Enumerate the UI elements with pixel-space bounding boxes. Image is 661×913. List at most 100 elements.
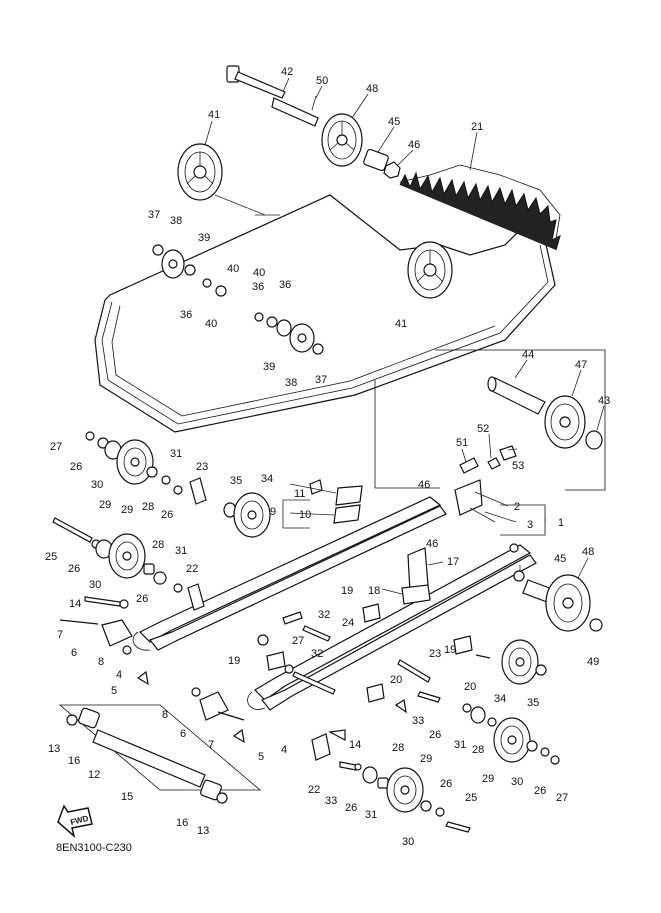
callout-39b: 39	[263, 361, 275, 373]
callout-34: 34	[261, 473, 273, 485]
callout-3: 3	[527, 519, 533, 531]
callout-26d: 26	[136, 593, 148, 605]
callout-45: 45	[388, 116, 400, 128]
front-shaft-assembly	[58, 704, 262, 804]
callout-10: 10	[299, 509, 311, 521]
callout-13b: 13	[197, 825, 209, 837]
slide-rail-right	[247, 543, 603, 714]
callout-20: 20	[390, 674, 402, 686]
callout-14b: 14	[349, 739, 361, 751]
callout-27: 27	[50, 441, 62, 453]
callout-40: 40	[253, 267, 265, 279]
callout-41: 41	[208, 109, 220, 121]
callout-36c: 36	[252, 281, 264, 293]
callout-40c: 40	[227, 263, 239, 275]
callout-31d: 31	[454, 739, 466, 751]
callout-30: 30	[91, 479, 103, 491]
callout-24: 24	[342, 617, 354, 629]
callout-39: 39	[198, 232, 210, 244]
callout-25: 25	[45, 551, 57, 563]
callout-46: 46	[408, 139, 420, 151]
diagram-code: 8EN3100-C230	[56, 842, 132, 854]
callout-44: 44	[522, 349, 534, 361]
callout-5b: 5	[258, 751, 264, 763]
callout-28: 28	[142, 501, 154, 513]
callout-22b: 22	[308, 784, 320, 796]
callout-4b: 4	[281, 744, 287, 756]
callout-28d: 28	[472, 744, 484, 756]
callout-6b: 6	[180, 728, 186, 740]
idler-wheel-48-top	[321, 113, 363, 167]
callout-43: 43	[598, 395, 610, 407]
slide-rail-left	[52, 431, 447, 686]
callout-13: 13	[48, 743, 60, 755]
lower-wheel-assemblies	[311, 703, 560, 833]
callout-26: 26	[70, 461, 82, 473]
callout-31c: 31	[365, 809, 377, 821]
callout-29c: 29	[420, 753, 432, 765]
callout-7b: 7	[208, 739, 214, 751]
callout-26g: 26	[429, 729, 441, 741]
callout-23: 23	[196, 461, 208, 473]
callout-8b: 8	[162, 709, 168, 721]
callout-30c: 30	[402, 836, 414, 848]
callout-40b: 40	[205, 318, 217, 330]
callout-9: 9	[270, 506, 276, 518]
callout-37b: 37	[315, 374, 327, 386]
idler-wheel-41-mid	[407, 241, 453, 299]
callout-30b: 30	[89, 579, 101, 591]
callout-7: 7	[57, 629, 63, 641]
callout-41b: 41	[395, 318, 407, 330]
callout-18: 18	[368, 585, 380, 597]
callout-33: 33	[412, 715, 424, 727]
callout-26b: 26	[161, 509, 173, 521]
callout-29b: 29	[121, 504, 133, 516]
idler-wheel-41-top	[177, 143, 223, 201]
callout-19c: 19	[444, 644, 456, 656]
callout-36b: 36	[180, 309, 192, 321]
callout-48: 48	[366, 83, 378, 95]
callout-6: 6	[71, 647, 77, 659]
callout-19: 19	[341, 585, 353, 597]
callout-26c: 26	[68, 563, 80, 575]
callout-49: 49	[587, 656, 599, 668]
callout-16b: 16	[176, 817, 188, 829]
callout-11: 11	[294, 488, 305, 500]
callout-34b: 34	[494, 693, 506, 705]
callout-32b: 32	[311, 648, 323, 660]
callout-48b: 48	[582, 546, 594, 558]
callout-36: 36	[279, 279, 291, 291]
callout-38: 38	[170, 215, 182, 227]
rail-hardware-lower	[191, 687, 346, 744]
leader-lines	[204, 77, 605, 595]
callout-5: 5	[111, 685, 117, 697]
callout-1: 1	[558, 517, 564, 529]
callout-26h: 26	[534, 785, 546, 797]
callout-27b: 27	[292, 635, 304, 647]
callout-26f: 26	[440, 778, 452, 790]
callout-46b: 46	[418, 479, 430, 491]
callout-51: 51	[456, 437, 468, 449]
callout-31: 31	[170, 448, 182, 460]
callout-16: 16	[68, 755, 80, 767]
callout-19b: 19	[228, 655, 240, 667]
callout-14: 14	[69, 598, 81, 610]
callout-17: 17	[447, 556, 459, 568]
rear-axle-assembly	[152, 65, 453, 355]
callout-26e: 26	[345, 802, 357, 814]
callout-8: 8	[98, 656, 104, 668]
callout-28c: 28	[392, 742, 404, 754]
callout-12: 12	[88, 769, 100, 781]
callout-38b: 38	[285, 377, 297, 389]
callout-35: 35	[230, 475, 242, 487]
callout-29d: 29	[482, 773, 494, 785]
callout-47: 47	[575, 359, 587, 371]
callout-22: 22	[186, 563, 198, 575]
callout-42: 42	[281, 66, 293, 78]
fwd-arrow-icon: FWD	[57, 804, 93, 839]
track-belt	[94, 164, 561, 433]
callout-52: 52	[477, 423, 489, 435]
callout-45b: 45	[554, 553, 566, 565]
callout-25b: 25	[465, 792, 477, 804]
